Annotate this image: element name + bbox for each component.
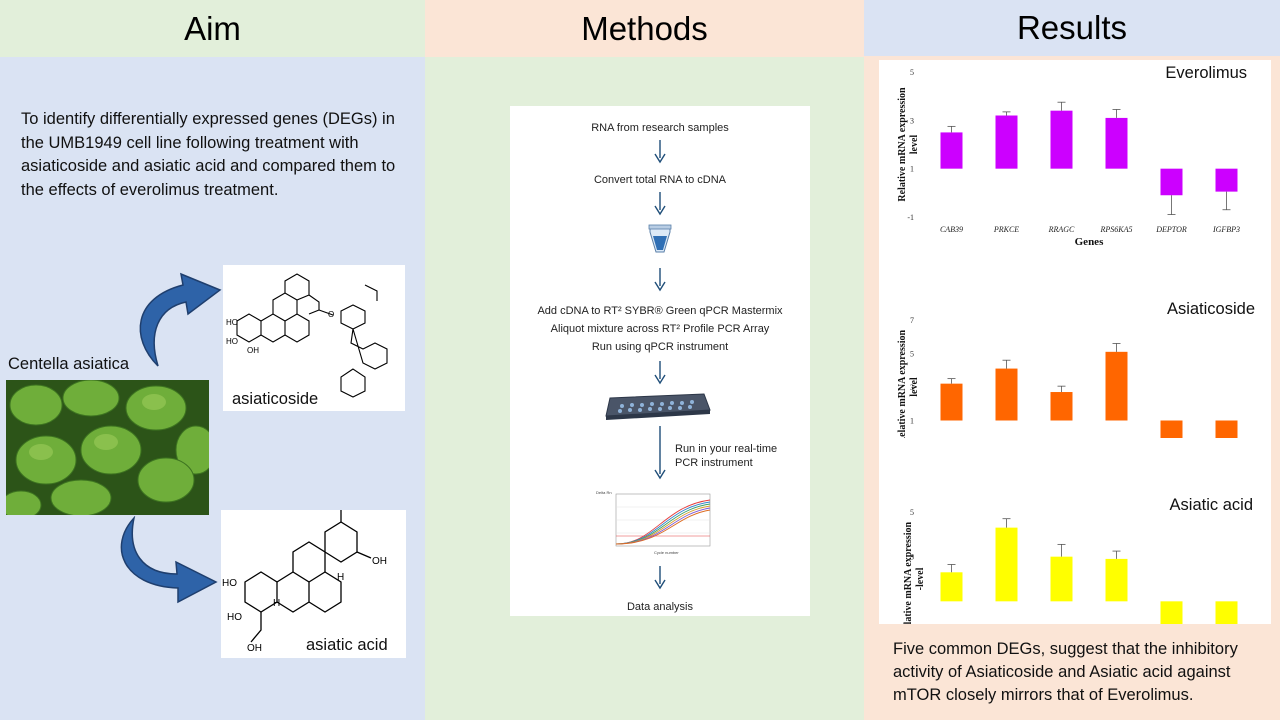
flow-arrow-down-icon (654, 361, 666, 385)
methods-header: Methods (425, 0, 864, 57)
asiaticoside-label: asiaticoside (232, 390, 319, 408)
asiatic-acid-bar-cab39 (940, 572, 963, 602)
centella-leaves-picture (6, 380, 209, 515)
pcr-plate-icon (605, 393, 711, 420)
everolimus-category-label: CAB39 (940, 225, 963, 234)
asiatic-acid-h-lower-label: H (273, 598, 280, 609)
everolimus-bar-deptor (1160, 168, 1183, 196)
asiatic-acid-oh-label: OH (247, 643, 262, 654)
everolimus-category-label: IGFBP3 (1212, 225, 1240, 234)
asiatic-acid-ytick-label: 5 (910, 508, 914, 517)
asiatic-acid-bar-igfbp3 (1215, 601, 1238, 624)
amplification-plot: Delta Rn Cycle number (596, 490, 711, 555)
asiatic-acid-ylabel-line1: Relative mRNA expression (903, 521, 914, 624)
asiaticoside-ytick-label: 5 (910, 350, 914, 359)
everolimus-ytick-label: 5 (910, 68, 914, 77)
step-add-mastermix: Add cDNA to RT² SYBR® Green qPCR Masterm… (537, 305, 783, 317)
asiaticoside-ylabel-line1: Relative mRNA expression (897, 329, 908, 438)
everolimus-ytick-label: 3 (910, 116, 914, 125)
asiaticoside-ytick-label: 7 (910, 316, 914, 325)
asiatic-acid-ho-lower-label: HO (227, 612, 242, 623)
centella-photo (6, 380, 209, 515)
asiaticoside-ylabel-line2: level (909, 377, 920, 397)
asiatic-acid-bar-prkce (995, 527, 1018, 602)
everolimus-ytick-label: -1 (907, 213, 914, 222)
aim-header: Aim (0, 0, 425, 57)
asiaticoside-ho-lower-label: HO (226, 337, 238, 346)
asiaticoside-o-label: O (328, 310, 334, 319)
everolimus-ytick-label: 1 (910, 165, 914, 174)
asiaticoside-ytick-label: 3 (910, 383, 914, 392)
asiatic-acid-h-label: H (337, 572, 344, 583)
everolimus-chart-title: Everolimus (1165, 64, 1247, 82)
asiaticoside-bar-deptor (1160, 420, 1183, 438)
everolimus-bar-prkce (995, 115, 1018, 169)
asiatic-acid-ho-label: HO (222, 578, 237, 589)
everolimus-category-label: DEPTOR (1155, 225, 1187, 234)
asiaticoside-structure: HO HO OH O asiaticoside (223, 265, 405, 411)
asiaticoside-ylabel: Relative mRNA expressionlevel (897, 329, 920, 438)
asiatic-acid-bar-rps6ka5 (1105, 558, 1128, 602)
results-conclusion: Five common DEGs, suggest that the inhib… (893, 640, 1238, 704)
asiaticoside-chart: Asiaticoside-11357Relative mRNA expressi… (897, 300, 1255, 438)
asiatic-acid-ylabel: Relative mRNA expression-level (903, 521, 926, 624)
step-convert-cdna: Convert total RNA to cDNA (593, 174, 727, 186)
asiaticoside-bar-rragc (1050, 392, 1073, 421)
asiaticoside-ytick-label: 1 (910, 417, 914, 426)
asiaticoside-bar-cab39 (940, 383, 963, 421)
everolimus-bar-cab39 (940, 132, 963, 169)
step-rna-samples: RNA from research samples (591, 122, 729, 134)
flow-arrow-down-long-icon (654, 426, 666, 480)
asiatic-acid-structure: HO HO OH OH H H asiatic acid (221, 510, 406, 658)
asiatic-acid-ylabel-line2: -level (915, 567, 926, 590)
aim-text: To identify differentially expressed gen… (21, 110, 396, 199)
everolimus-category-label: PRKCE (993, 225, 1019, 234)
everolimus-bar-rragc (1050, 110, 1073, 169)
everolimus-category-label: RRAGC (1048, 225, 1075, 234)
asiaticoside-bar-rps6ka5 (1105, 351, 1128, 421)
asiaticoside-oh-label: OH (247, 346, 259, 355)
everolimus-ylabel: Relative mRNA expressionlevel (897, 87, 920, 202)
amp-plot-ylabel: Delta Rn (596, 490, 612, 495)
asiatic-acid-structure-drawing: HO HO OH OH H H (222, 510, 387, 654)
asiatic-acid-bar-deptor (1160, 601, 1183, 624)
everolimus-ylabel-line1: Relative mRNA expression (897, 87, 908, 202)
results-header: Results (864, 0, 1280, 56)
asiaticoside-chart-title: Asiaticoside (1167, 300, 1255, 318)
step-data-analysis: Data analysis (626, 601, 694, 613)
step-pcr-instrument: PCR instrument (675, 457, 753, 469)
asiaticoside-bar-vegfc (1215, 420, 1238, 438)
asiaticoside-structure-drawing: HO HO OH O (226, 273, 388, 398)
asiaticoside-bar-prkce (995, 368, 1018, 421)
asiaticoside-ho-label: HO (226, 318, 238, 327)
asiatic-acid-ytick-label: 3 (910, 553, 914, 562)
plant-label: Centella asiatica (8, 355, 130, 373)
everolimus-ylabel-line2: level (909, 135, 920, 155)
asiatic-acid-label: asiatic acid (306, 636, 388, 654)
step-aliquot: Aliquot mixture across RT² Profile PCR A… (550, 323, 770, 335)
everolimus-xlabel: Genes (1075, 236, 1104, 248)
step-run-qpcr: Run using qPCR instrument (591, 341, 729, 353)
asiatic-acid-bar-rragc (1050, 556, 1073, 602)
amp-plot-xlabel: Cycle number (654, 550, 679, 555)
curved-arrow-down-icon (120, 516, 218, 604)
flow-arrow-down-icon (654, 140, 666, 164)
asiatic-acid-cooh-oh-label: OH (372, 556, 387, 567)
asiatic-acid-chart-title: Asiatic acid (1170, 496, 1253, 514)
flow-arrow-down-icon (654, 566, 666, 590)
flow-arrow-down-icon (654, 268, 666, 292)
methods-flowchart: RNA from research samples Convert total … (510, 106, 810, 616)
everolimus-bar-igfbp3 (1215, 168, 1238, 192)
curved-arrow-up-icon (139, 272, 222, 367)
pcr-tube-icon (648, 224, 672, 253)
flow-arrow-down-icon (654, 192, 666, 216)
everolimus-category-label: RPS6KA5 (1100, 225, 1133, 234)
step-run-realtime: Run in your real-time (675, 443, 778, 455)
everolimus-bar-rps6ka5 (1105, 117, 1128, 169)
